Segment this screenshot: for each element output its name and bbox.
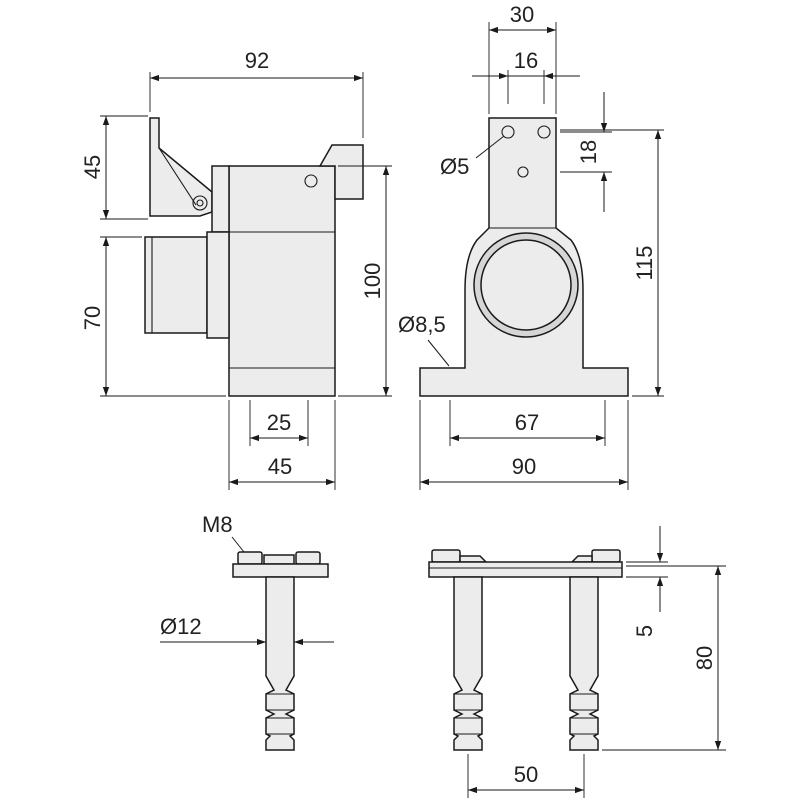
tube-hole bbox=[480, 239, 572, 331]
bolt-plate-front bbox=[428, 561, 623, 578]
dim-side-top-height: 45 bbox=[80, 155, 105, 179]
side-view bbox=[144, 117, 364, 397]
dim-bolt-80: 80 bbox=[692, 646, 717, 670]
dim-front-top-30: 30 bbox=[510, 2, 534, 27]
bolt-plate bbox=[232, 563, 329, 578]
dim-side-width: 92 bbox=[245, 48, 269, 73]
front-view-dimensions: 30 16 Ø5 18 115 Ø8,5 67 90 bbox=[398, 2, 664, 490]
dim-side-base-45: 45 bbox=[268, 454, 292, 479]
side-body bbox=[228, 165, 336, 397]
bolt-side-dimensions: M8 Ø12 bbox=[160, 512, 334, 646]
dim-bolt-5: 5 bbox=[632, 625, 657, 637]
nut bbox=[237, 551, 263, 565]
side-rubber-buffer bbox=[144, 236, 208, 334]
dim-side-base-25: 25 bbox=[267, 410, 291, 435]
mount-hole-icon bbox=[517, 166, 529, 178]
dim-front-90: 90 bbox=[512, 454, 536, 479]
dim-side-bottom-height: 70 bbox=[80, 306, 105, 330]
bolt-front-dimensions: 5 80 50 bbox=[467, 526, 726, 798]
dim-bolt-thread: M8 bbox=[202, 512, 233, 537]
dim-front-67: 67 bbox=[515, 410, 539, 435]
bolt-side-view bbox=[232, 551, 329, 751]
dim-bolt-diameter: Ø12 bbox=[160, 614, 202, 639]
mount-hole-icon bbox=[501, 125, 515, 139]
front-view bbox=[419, 117, 629, 397]
dim-bolt-spacing: 50 bbox=[514, 762, 538, 787]
nut bbox=[295, 551, 321, 565]
dim-front-top-16: 16 bbox=[514, 48, 538, 73]
dim-front-hole-d5: Ø5 bbox=[440, 154, 469, 179]
bolt-shank-right bbox=[569, 576, 599, 751]
pivot-pin-icon bbox=[192, 195, 208, 211]
side-view-dimensions: 92 45 70 100 25 45 bbox=[80, 48, 392, 490]
dim-front-18: 18 bbox=[576, 140, 601, 164]
dim-front-115: 115 bbox=[632, 245, 657, 280]
bolt-front-view bbox=[428, 549, 623, 751]
dim-side-total-height: 100 bbox=[360, 263, 385, 300]
bolt-shank bbox=[265, 576, 295, 751]
bolt-shank-left bbox=[453, 576, 483, 751]
nut bbox=[431, 549, 461, 563]
side-upper-housing bbox=[211, 165, 230, 233]
screw-head-icon bbox=[304, 174, 318, 188]
nut bbox=[591, 549, 621, 563]
dim-front-d85: Ø8,5 bbox=[398, 312, 446, 337]
mount-hole-icon bbox=[537, 125, 551, 139]
side-right-tab bbox=[318, 144, 364, 200]
